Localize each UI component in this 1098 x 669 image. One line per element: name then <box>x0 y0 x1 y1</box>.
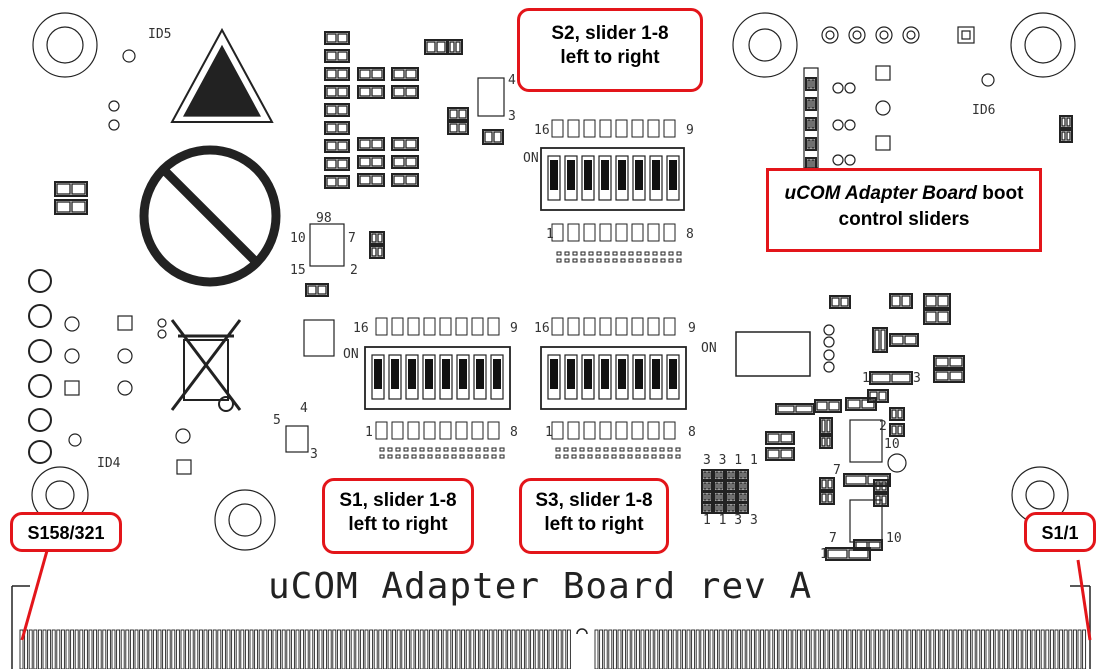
dip-switch-s1-body <box>364 346 511 410</box>
callout-s3: S3, slider 1-8 left to right <box>519 478 669 554</box>
dip-slider <box>649 354 663 400</box>
ic-u1 <box>309 223 345 267</box>
svg-text:8: 8 <box>510 425 518 440</box>
dip-slider <box>615 354 629 400</box>
dip-switch-s2-body <box>540 147 685 211</box>
pointer-s1-1 <box>1076 559 1092 641</box>
svg-text:1 1 3 3: 1 1 3 3 <box>703 513 758 528</box>
callout-board-note-line2: boot control sliders <box>838 183 1024 230</box>
dip-slider <box>439 354 453 400</box>
dip-slider <box>598 354 612 400</box>
dip-slider <box>564 155 578 201</box>
svg-text:2: 2 <box>350 263 358 278</box>
svg-text:2: 2 <box>879 419 887 434</box>
svg-text:10: 10 <box>886 531 902 546</box>
callout-s158: S158/321 <box>10 512 122 552</box>
svg-text:ON: ON <box>701 341 717 356</box>
svg-text:8: 8 <box>688 425 696 440</box>
callout-board-note: uCOM Adapter Board boot control sliders <box>766 168 1042 252</box>
callout-s2: S2, slider 1-8 left to right <box>517 8 703 92</box>
dip-slider <box>547 155 561 201</box>
dip-switch-s3-body <box>540 346 687 410</box>
dip-slider <box>490 354 504 400</box>
mounting-hole-bottom-left <box>214 489 276 551</box>
board-title: uCOM Adapter Board rev A <box>268 566 813 607</box>
dip-slider <box>388 354 402 400</box>
dip-slider <box>615 155 629 201</box>
svg-text:3: 3 <box>310 447 318 462</box>
dip-slider <box>422 354 436 400</box>
dip-slider <box>666 354 680 400</box>
dip-slider <box>666 155 680 201</box>
dip-slider <box>598 155 612 201</box>
svg-text:5: 5 <box>273 413 281 428</box>
mounting-hole-top-mid <box>732 12 798 78</box>
dip-slider <box>547 354 561 400</box>
svg-text:4: 4 <box>508 73 516 88</box>
mounting-hole-top-right <box>1010 12 1076 78</box>
dip-slider <box>632 354 646 400</box>
callout-s2-line2: left to right <box>560 46 660 68</box>
svg-text:1: 1 <box>820 547 828 562</box>
dip-slider <box>473 354 487 400</box>
svg-text:98: 98 <box>316 211 332 226</box>
svg-text:3: 3 <box>508 109 516 124</box>
callout-s1: S1, slider 1-8 left to right <box>322 478 474 554</box>
dip-slider <box>581 155 595 201</box>
svg-text:7: 7 <box>829 531 837 546</box>
callout-s1-line2: left to right <box>348 513 448 535</box>
dip-slider <box>632 155 646 201</box>
svg-text:1: 1 <box>365 425 373 440</box>
dip-slider <box>456 354 470 400</box>
callout-s3-line1: S3, slider 1-8 <box>535 490 653 511</box>
svg-text:7: 7 <box>348 231 356 246</box>
svg-text:ID5: ID5 <box>148 27 171 42</box>
svg-text:10: 10 <box>884 437 900 452</box>
svg-text:9: 9 <box>510 321 518 336</box>
dip-slider <box>371 354 385 400</box>
svg-text:3 3 1 1: 3 3 1 1 <box>703 453 758 468</box>
svg-text:ID6: ID6 <box>972 103 995 118</box>
svg-text:ON: ON <box>523 151 539 166</box>
callout-s158-label: S158/321 <box>27 523 105 543</box>
dip-slider <box>581 354 595 400</box>
callout-s1-1: S1/1 <box>1024 512 1096 552</box>
svg-text:9: 9 <box>686 123 694 138</box>
svg-text:9: 9 <box>688 321 696 336</box>
mounting-hole-top-left <box>32 12 98 78</box>
svg-text:16: 16 <box>534 123 550 138</box>
dip-slider <box>564 354 578 400</box>
svg-text:16: 16 <box>353 321 369 336</box>
svg-text:4: 4 <box>300 401 308 416</box>
callout-s2-line1: S2, slider 1-8 <box>551 23 669 44</box>
svg-text:15: 15 <box>290 263 306 278</box>
svg-text:ID4: ID4 <box>97 456 121 471</box>
svg-text:10: 10 <box>290 231 306 246</box>
callout-s1-line1: S1, slider 1-8 <box>339 490 457 511</box>
svg-text:16: 16 <box>534 321 550 336</box>
dip-slider <box>405 354 419 400</box>
svg-text:1: 1 <box>546 227 554 242</box>
svg-text:ON: ON <box>343 347 359 362</box>
pointer-s158 <box>20 539 52 641</box>
callout-s1-1-label: S1/1 <box>1041 523 1079 543</box>
svg-text:1: 1 <box>862 371 870 386</box>
svg-text:7: 7 <box>833 463 841 478</box>
svg-text:1: 1 <box>545 425 553 440</box>
dip-slider <box>649 155 663 201</box>
svg-text:3: 3 <box>913 371 921 386</box>
callout-board-note-line1: uCOM Adapter Board <box>784 183 978 204</box>
callout-s3-line2: left to right <box>544 513 644 535</box>
svg-text:8: 8 <box>686 227 694 242</box>
